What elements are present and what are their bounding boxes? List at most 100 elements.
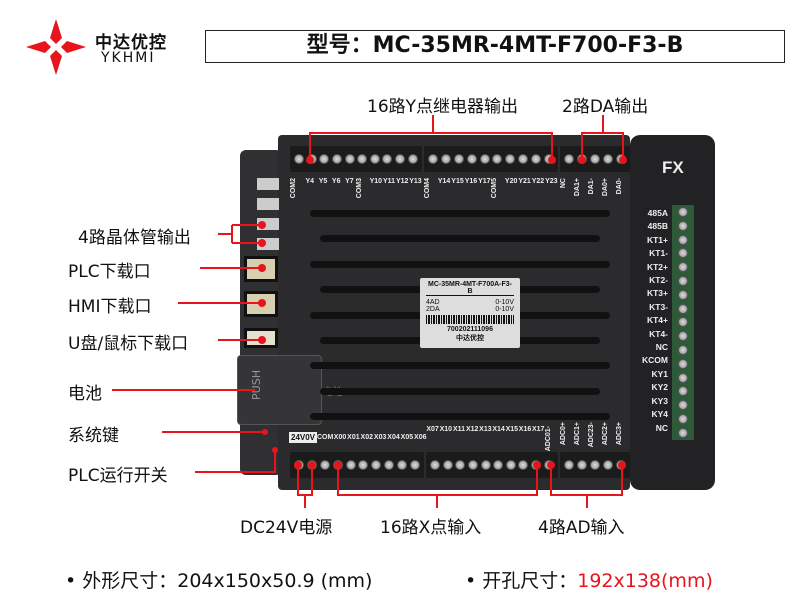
terminal-label: KT3+ bbox=[646, 288, 668, 299]
terminal-screw bbox=[678, 414, 688, 425]
terminal-screw bbox=[505, 154, 516, 164]
terminal-screw bbox=[678, 262, 688, 273]
terminal-screw bbox=[383, 460, 394, 470]
terminal-label: KT2- bbox=[649, 275, 668, 286]
label-battery: 电池 bbox=[68, 384, 102, 404]
terminal-screw bbox=[371, 460, 382, 470]
terminal-screw bbox=[294, 154, 305, 164]
terminal-label: X06 bbox=[414, 434, 427, 441]
sticker-brand: 中达优控 bbox=[456, 335, 484, 342]
label-hmi-port: HMI下载口 bbox=[68, 297, 152, 317]
terminal-label: COM bbox=[317, 434, 334, 441]
terminal-label: Y10 bbox=[369, 178, 383, 185]
terminal-screw bbox=[344, 154, 355, 164]
fx-mark: FX bbox=[662, 158, 684, 177]
terminal-label: Y22 bbox=[531, 178, 545, 185]
terminal-screw bbox=[345, 460, 356, 470]
label-system-key: 系统键 bbox=[68, 426, 119, 446]
terminal-label: X15 bbox=[505, 426, 519, 433]
cutout-spec: • 开孔尺寸：192x138(mm) bbox=[465, 566, 713, 593]
terminal-label: KT3- bbox=[649, 301, 668, 312]
terminal-screw bbox=[358, 460, 369, 470]
terminal-screw bbox=[319, 460, 330, 470]
terminal-label: X03 bbox=[373, 434, 387, 441]
terminal-label: Y20 bbox=[504, 178, 518, 185]
terminal-label: X12 bbox=[465, 426, 479, 433]
terminal-screw bbox=[602, 154, 613, 164]
sticker-ad: 4AD bbox=[426, 299, 440, 306]
label-plc-port: PLC下载口 bbox=[68, 262, 151, 282]
terminal-screw bbox=[678, 331, 688, 342]
terminal-label: KT1+ bbox=[646, 234, 668, 245]
label-ad-input: 4路AD输入 bbox=[538, 518, 625, 538]
terminal-label: Y11 bbox=[382, 178, 396, 185]
terminal-screw bbox=[589, 154, 600, 164]
terminal-screw bbox=[357, 154, 368, 164]
terminal-label: KCOM bbox=[642, 355, 668, 366]
terminal-label: KT1- bbox=[649, 248, 668, 259]
label-da-output: 2路DA输出 bbox=[562, 97, 649, 117]
terminal-label: 485B bbox=[647, 221, 668, 232]
sticker-da: 2DA bbox=[426, 306, 440, 313]
model-title: 型号：MC-35MR-4MT-F700-F3-B bbox=[205, 30, 785, 63]
terminal-label: Y12 bbox=[395, 178, 409, 185]
terminal-screw bbox=[517, 154, 528, 164]
terminal-label: Y14 bbox=[437, 178, 451, 185]
terminal-label: NC bbox=[655, 422, 668, 433]
terminal-screw bbox=[589, 460, 600, 470]
terminal-label: X02 bbox=[360, 434, 374, 441]
logo-en: YKHMI bbox=[101, 50, 156, 66]
terminal-screw bbox=[530, 154, 541, 164]
terminal-label: NC bbox=[655, 342, 668, 353]
terminal-screw bbox=[430, 460, 441, 470]
terminal-label: Y13 bbox=[409, 178, 422, 185]
terminal-label: KT2+ bbox=[646, 261, 668, 272]
terminal-screw bbox=[577, 460, 588, 470]
terminal-screw bbox=[678, 234, 688, 245]
terminal-label: KT4- bbox=[649, 328, 668, 339]
terminal-label: 485A bbox=[647, 208, 668, 218]
terminal-screw bbox=[678, 220, 688, 231]
terminal-screw bbox=[678, 427, 688, 438]
terminal-block-y2 bbox=[424, 146, 558, 172]
terminal-screw bbox=[493, 460, 504, 470]
terminal-screw bbox=[602, 460, 613, 470]
cutout-value: 192x138(mm) bbox=[577, 570, 713, 592]
terminal-screw bbox=[505, 460, 516, 470]
terminal-label: X00 bbox=[333, 434, 347, 441]
terminal-label: X07 bbox=[426, 426, 439, 433]
terminal-label: Y4 bbox=[305, 178, 315, 185]
terminal-label: X11 bbox=[452, 426, 466, 433]
terminal-label: X05 bbox=[400, 434, 414, 441]
terminal-screw bbox=[409, 460, 420, 470]
size-label: • 外形尺寸： bbox=[65, 570, 178, 592]
terminal-screw bbox=[319, 154, 330, 164]
terminal-label: KY1 bbox=[651, 368, 668, 379]
terminal-label: KY3 bbox=[651, 395, 668, 406]
terminal-label: Y7 bbox=[345, 178, 354, 185]
terminal-screw bbox=[492, 154, 503, 164]
terminal-label: Y6 bbox=[331, 178, 341, 185]
terminal-screw bbox=[678, 386, 688, 397]
label-usb-port: U盘/鼠标下载口 bbox=[68, 334, 189, 354]
sticker-model: MC-35MR-4MT-F700A-F3-B bbox=[426, 281, 514, 296]
terminal-screw bbox=[678, 400, 688, 411]
terminal-label: Y17 bbox=[478, 178, 491, 185]
terminal-screw bbox=[332, 154, 343, 164]
terminal-screw bbox=[455, 460, 466, 470]
barcode bbox=[426, 315, 514, 324]
terminal-screw bbox=[678, 345, 688, 356]
terminal-label: X16 bbox=[518, 426, 532, 433]
size-spec: • 外形尺寸：204x150x50.9 (mm) bbox=[65, 566, 372, 593]
terminal-label: KT4+ bbox=[646, 315, 668, 326]
terminal-screw bbox=[678, 372, 688, 383]
terminal-screw bbox=[382, 154, 393, 164]
terminal-label: X17 bbox=[531, 426, 545, 433]
label-transistor-output: 4路晶体管输出 bbox=[78, 228, 191, 248]
terminal-screw bbox=[678, 289, 688, 300]
terminal-screw bbox=[442, 460, 453, 470]
terminal-screw bbox=[466, 154, 477, 164]
